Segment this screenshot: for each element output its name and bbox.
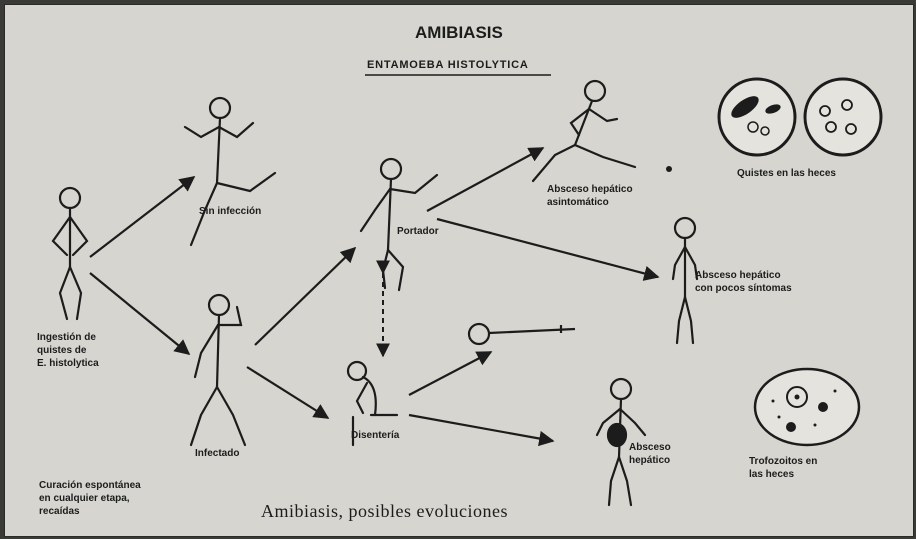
figure-ingestion: [51, 186, 89, 321]
diagram-title: AMIBIASIS: [415, 23, 503, 42]
figure-infectado: [189, 293, 247, 447]
diagram-subtitle: ENTAMOEBA HISTOLYTICA: [367, 59, 529, 71]
diagram-frame: AMIBIASIS ENTAMOEBA HISTOLYTICA Sin infe…: [4, 4, 914, 537]
label-quistes: Quistes en las heces: [737, 168, 836, 179]
arrow-infectado-to-portador: [254, 246, 357, 346]
label-sin-infeccion: Sin infección: [199, 206, 262, 217]
label-curacion: Curación espontánea en cualquier etapa, …: [39, 480, 141, 517]
probe-drawing: [467, 322, 576, 346]
label-absceso-pocos: Absceso hepático con pocos síntomas: [695, 270, 792, 294]
ink-spot: [666, 166, 672, 172]
figure-absceso-asintomatico: [531, 79, 637, 183]
arrow-disenteria-to-sonda: [408, 351, 493, 396]
label-ingestion: Ingestión de quistes de E. histolytica: [37, 332, 99, 369]
label-trofozoitos: Trofozoitos en las heces: [749, 456, 818, 480]
arrow-portador-to-absceso-pocos: [436, 217, 660, 281]
label-portador: Portador: [397, 226, 439, 237]
arrow-ingestion-to-infectado: [89, 272, 191, 355]
diagram-drawing: [51, 74, 883, 507]
label-absceso-hepatico: Absceso hepático: [629, 442, 671, 466]
label-absceso-asintomatico: Absceso hepático asintomático: [547, 184, 633, 208]
label-infectado: Infectado: [195, 448, 240, 459]
trofozoito-drawing: [753, 367, 861, 447]
arrow-infectado-to-disenteria: [246, 366, 330, 419]
quistes-circles: [717, 77, 883, 157]
arrow-ingestion-to-sin-infeccion: [89, 176, 196, 258]
figure-caption: Amibiasis, posibles evoluciones: [261, 501, 508, 521]
arrow-portador-to-absceso-asintomatico: [426, 147, 545, 212]
figure-portador: [359, 157, 439, 292]
arrow-disenteria-to-absceso: [408, 413, 555, 447]
figure-absceso-hepatico: [595, 377, 647, 507]
label-disenteria: Disentería: [351, 430, 400, 441]
figure-disenteria: [346, 360, 399, 447]
figure-sin-infeccion: [183, 96, 277, 247]
figure-absceso-pocos: [671, 216, 699, 345]
